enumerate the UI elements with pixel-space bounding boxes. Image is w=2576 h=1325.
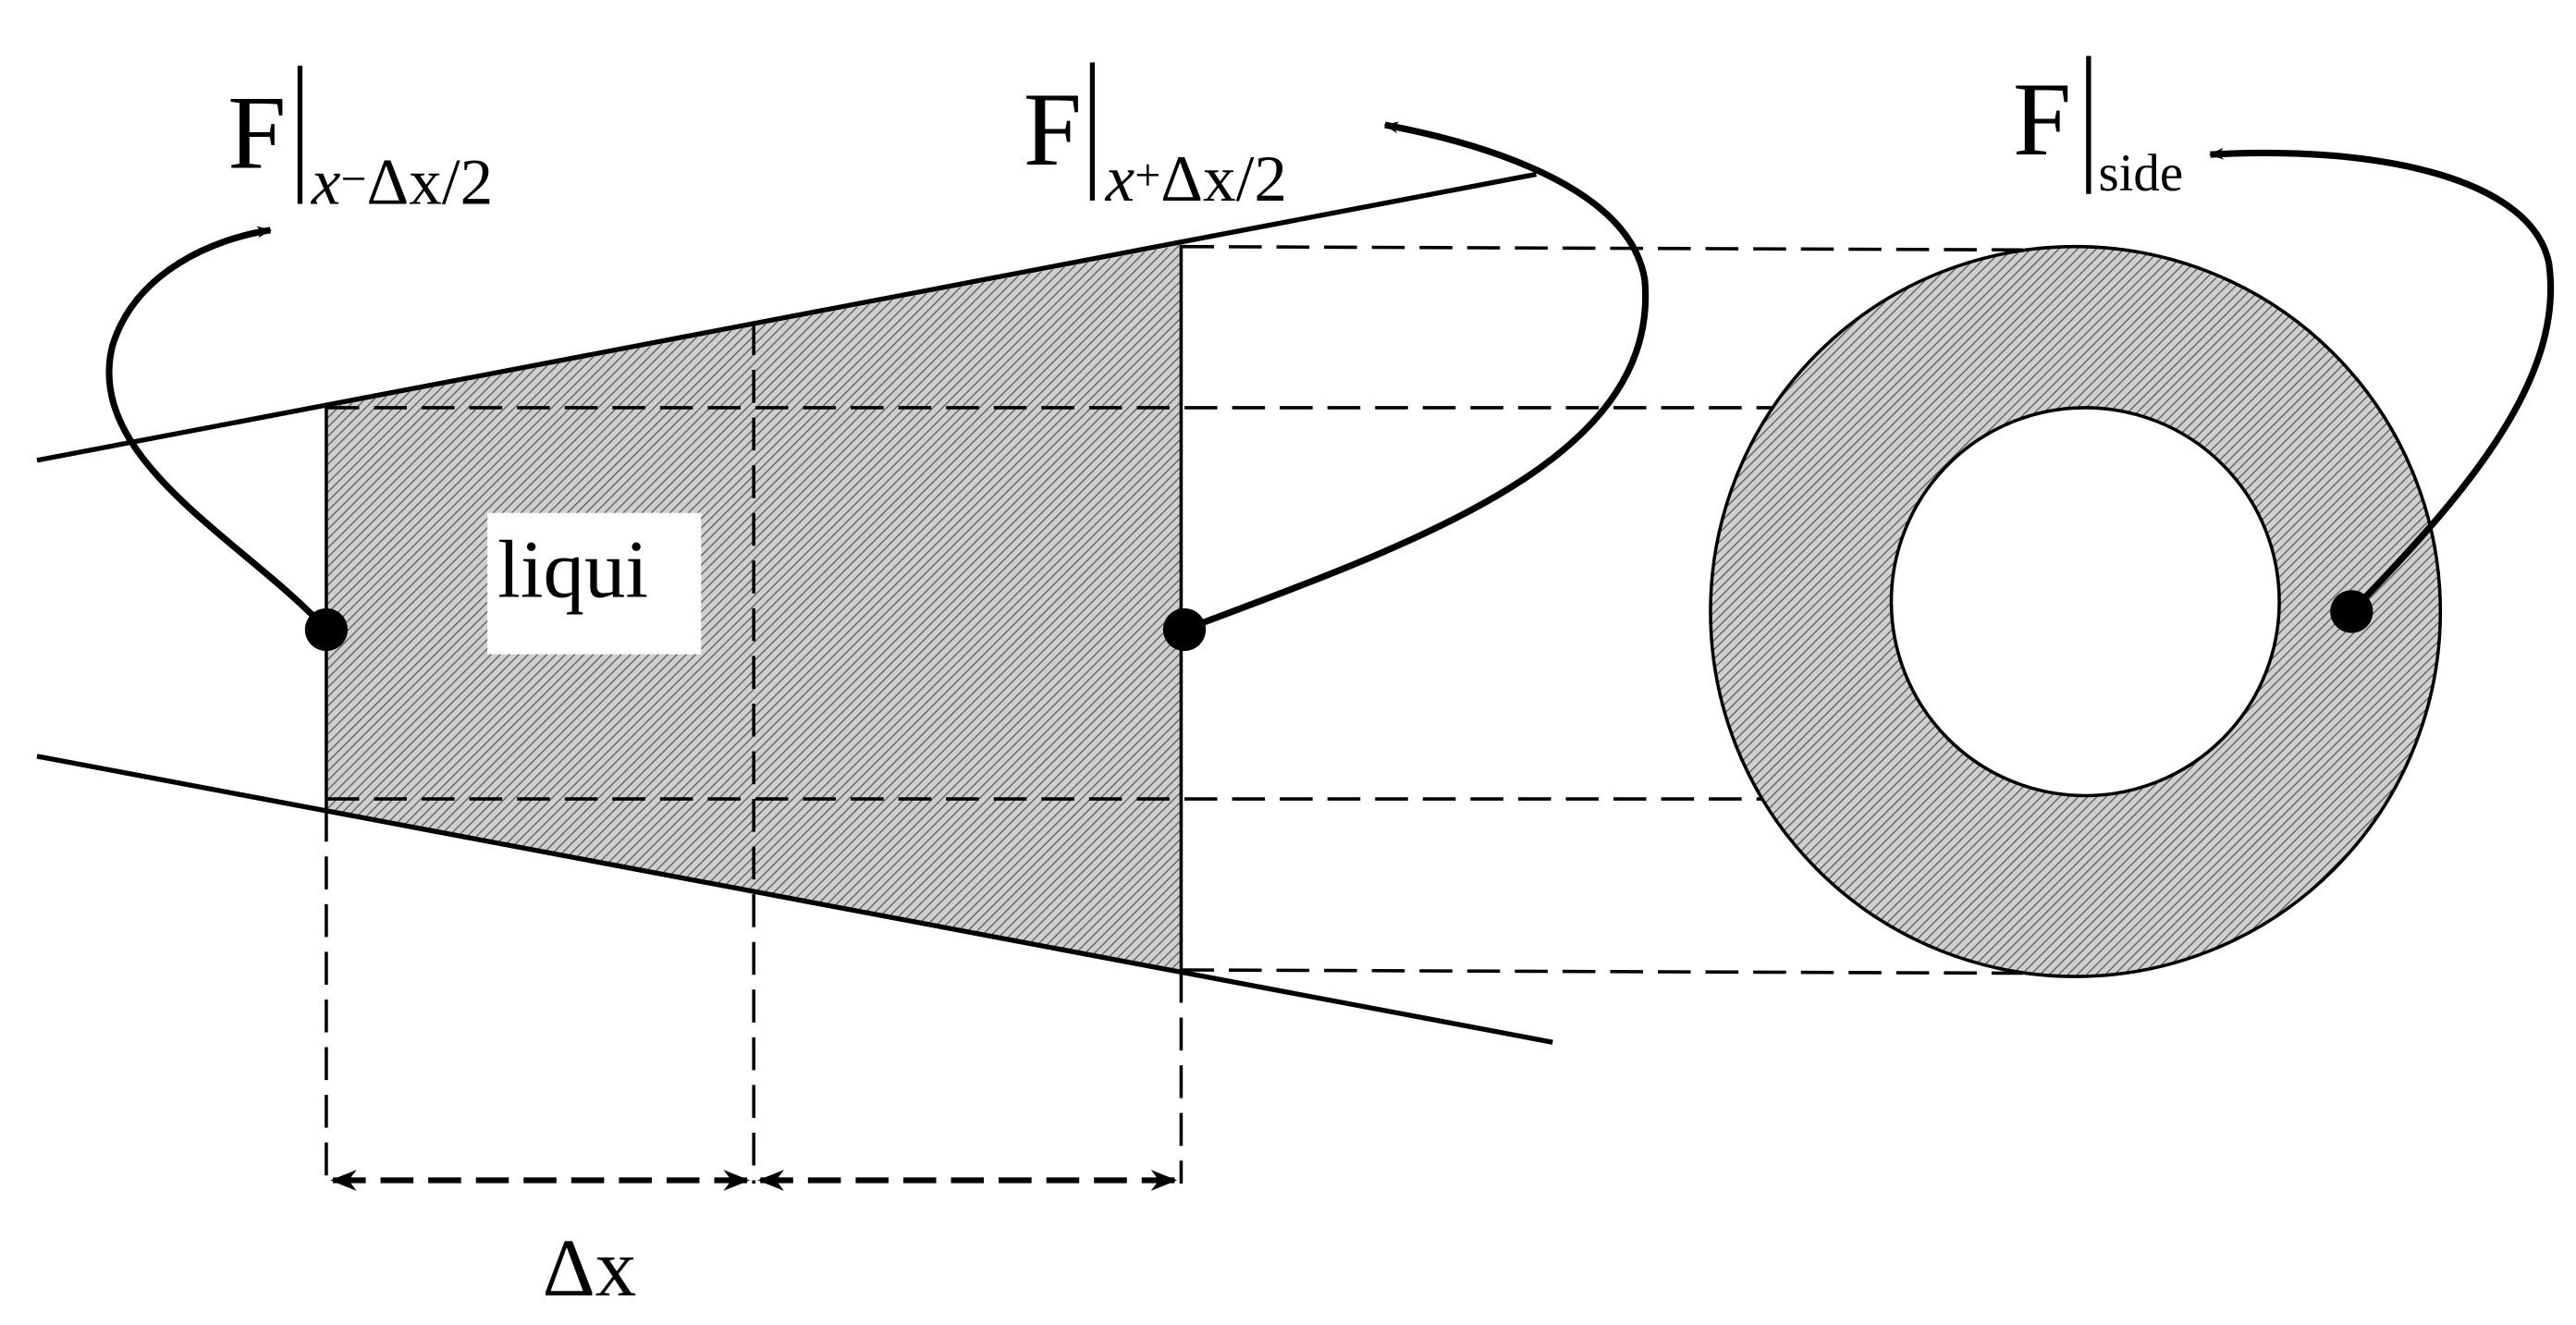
upper-wall-line bbox=[36, 171, 1537, 463]
svg-text:x+Δx/2: x+Δx/2 bbox=[1105, 143, 1287, 215]
svg-text:side: side bbox=[2099, 144, 2184, 202]
dashed-guides bbox=[325, 244, 2089, 1184]
svg-text:F: F bbox=[1024, 71, 1082, 188]
svg-text:x−Δx/2: x−Δx/2 bbox=[311, 146, 493, 218]
flux-label-left: F x−Δx/2 bbox=[227, 66, 493, 218]
annulus-cross-section bbox=[1709, 244, 2443, 978]
control-volume-region bbox=[325, 244, 1182, 970]
right-flux-arrow bbox=[1183, 121, 1650, 633]
left-flux-arrow bbox=[105, 226, 329, 632]
svg-text:F: F bbox=[2013, 61, 2071, 178]
flux-label-right: F x+Δx/2 bbox=[1024, 62, 1287, 215]
region-label: liqui bbox=[497, 524, 648, 615]
svg-text:F: F bbox=[227, 74, 286, 190]
region-label-background bbox=[487, 512, 702, 655]
side-flux-arrow bbox=[2208, 147, 2555, 614]
flux-label-side: F side bbox=[2013, 55, 2183, 202]
dimension-label: Δx bbox=[543, 1223, 637, 1314]
lower-wall-line bbox=[36, 754, 1553, 1045]
